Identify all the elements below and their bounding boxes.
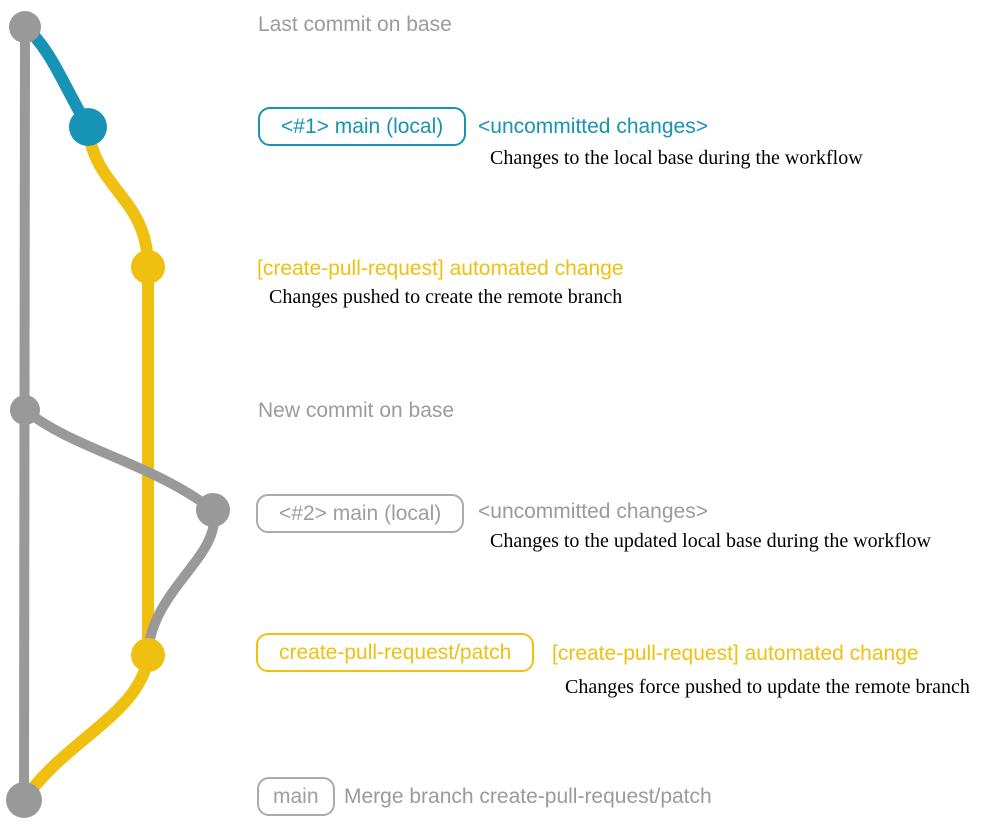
uncommitted-changes-label-1: <uncommitted changes>: [478, 115, 708, 138]
rebase-edge-1: [21, 406, 217, 514]
commit-node-last-base: [9, 11, 41, 43]
uncommitted-changes-label-2: <uncommitted changes>: [478, 500, 708, 523]
uncommitted-changes-desc-1: Changes to the local base during the wor…: [490, 147, 863, 169]
last-commit-label: Last commit on base: [258, 13, 452, 36]
commit-node-automated-2: [131, 638, 165, 672]
merge-branch-label: Merge branch create-pull-request/patch: [344, 785, 712, 808]
new-commit-label: New commit on base: [258, 399, 455, 422]
merge-edge: [19, 654, 154, 804]
uncommitted-changes-desc-2: Changes to the updated local base during…: [490, 530, 931, 552]
commit-node-uncommitted-2: [196, 493, 230, 527]
automated-change-label-1: [create-pull-request] automated change: [257, 257, 624, 280]
commit-graph: [6, 11, 230, 818]
commit-node-merge: [6, 782, 42, 818]
automated-change-desc-2: Changes force pushed to update the remot…: [565, 676, 970, 698]
commit-node-automated-1: [131, 250, 165, 284]
branch-badge-main-local-1: <#1> main (local): [258, 107, 467, 146]
branch-badge-patch: create-pull-request/patch: [256, 633, 535, 672]
automated-change-desc-1: Changes pushed to create the remote bran…: [269, 286, 623, 308]
remote-branch-line: [82, 126, 154, 655]
rebase-edge-2: [143, 508, 220, 656]
commit-node-new-base: [10, 395, 40, 425]
commit-node-uncommitted-1: [69, 108, 107, 146]
branch-badge-main-final: main: [257, 777, 335, 816]
branch-badge-main-local-2: <#2> main (local): [256, 494, 465, 533]
automated-change-label-2: [create-pull-request] automated change: [552, 642, 919, 665]
